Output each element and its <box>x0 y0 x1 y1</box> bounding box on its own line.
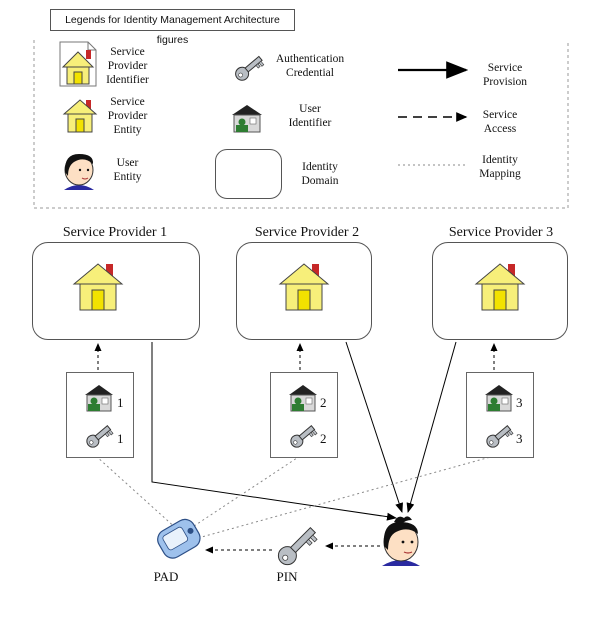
sp-identifier-icon <box>59 41 97 87</box>
sp3-user-identifier-icon <box>485 385 513 412</box>
legend-auth-credential-label: Authentication Credential <box>275 53 345 79</box>
user-identifier-icon <box>232 105 262 133</box>
pad-device-icon <box>157 518 201 559</box>
legend-service-provision-label: Service Provision <box>482 62 528 88</box>
legend-sp-entity-label: Service Provider Entity <box>107 96 148 136</box>
key-icon <box>235 55 265 81</box>
mapping-line-cred2-pad <box>187 455 301 531</box>
legend-identity-domain-label: Identity Domain <box>301 161 339 187</box>
user-entity-icon <box>64 154 94 190</box>
sp1-house-icon <box>72 263 124 311</box>
pin-label: PIN <box>276 569 298 584</box>
legend-service-access-label: Service Access <box>482 109 518 135</box>
mapping-line-cred3-pad <box>197 455 495 539</box>
sp-entity-icon <box>62 99 98 133</box>
provision-line-sp3 <box>406 341 457 513</box>
sp2-user-identifier-icon <box>289 385 317 412</box>
sp1-user-identifier-icon <box>85 385 113 412</box>
pin-key-icon <box>277 526 318 566</box>
sp2-identifier-number: 2 <box>320 395 327 410</box>
sp1-key-icon <box>86 425 114 448</box>
mapping-line-cred1-pad <box>95 455 179 531</box>
legend-identity-mapping-label: Identity Mapping <box>479 154 521 180</box>
sp3-house-icon <box>474 263 526 311</box>
sp3-title: Service Provider 3 <box>448 225 554 240</box>
sp2-key-icon <box>290 425 318 448</box>
sp1-credential-number: 1 <box>117 431 124 446</box>
sp1-identifier-number: 1 <box>117 395 124 410</box>
legend-sp-identifier-label: Service Provider Identifier <box>106 46 149 86</box>
legend-title: Legends for Identity Management Architec… <box>50 9 295 46</box>
sp2-house-icon <box>278 263 330 311</box>
sp3-identifier-number: 3 <box>516 395 523 410</box>
sp3-credential-number: 3 <box>516 431 523 446</box>
sp1-title: Service Provider 1 <box>62 225 168 240</box>
pad-label: PAD <box>153 569 179 584</box>
sp2-credential-number: 2 <box>320 431 327 446</box>
legend-frame <box>33 40 569 209</box>
legend-user-entity-label: User Entity <box>113 157 142 183</box>
provision-line-sp2 <box>345 341 403 513</box>
sp2-title: Service Provider 2 <box>254 225 360 240</box>
identity-domain-symbol <box>215 149 282 199</box>
user-icon <box>382 516 420 566</box>
legend-user-identifier-label: User Identifier <box>288 103 332 129</box>
sp3-key-icon <box>486 425 514 448</box>
